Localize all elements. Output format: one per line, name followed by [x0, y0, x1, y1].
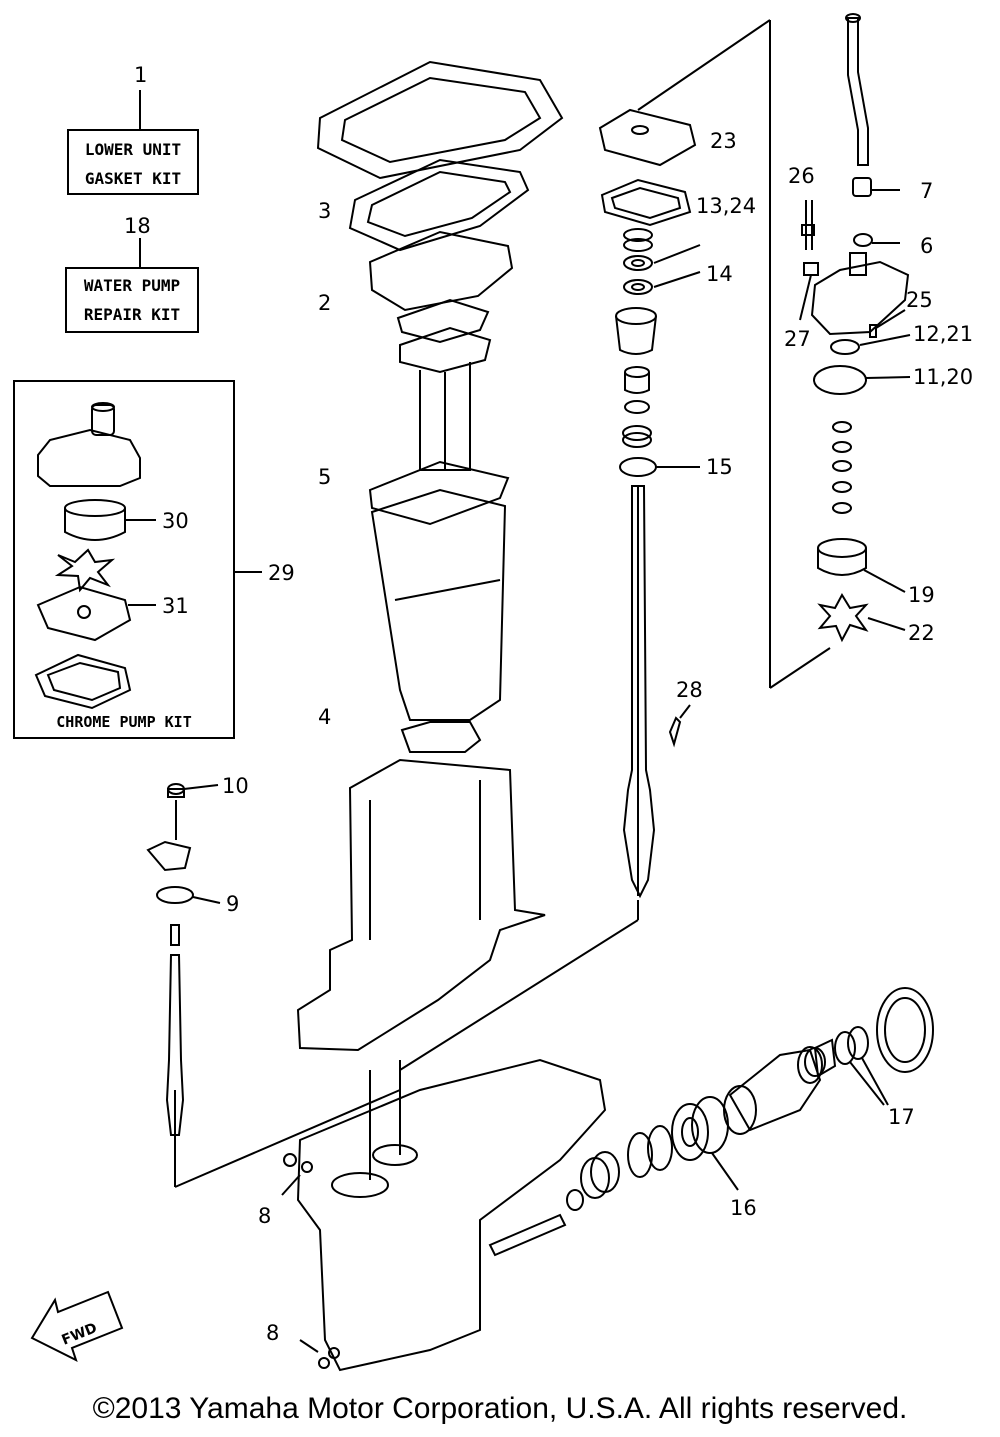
gasket-4 [400, 721, 482, 753]
water-pump-kit-line1: WATER PUMP [84, 276, 180, 295]
callout-25: 25 [906, 288, 933, 312]
callout-8-upper: 8 [258, 1204, 271, 1228]
gasket-5 [368, 460, 510, 526]
upper-casing [296, 758, 546, 1052]
bearing-housing [723, 1046, 823, 1135]
washer-small [566, 1189, 584, 1211]
driveshaft-ref-line-2 [174, 1089, 401, 1188]
lower-unit-kit-line2: GASKET KIT [85, 169, 181, 188]
washer [624, 400, 650, 414]
insert-cartridge-19 [817, 538, 906, 593]
ring-nut [876, 987, 934, 1073]
shift-rod [165, 924, 185, 1136]
forward-gear [580, 1151, 620, 1199]
water-pump-kit-line2: REPAIR KIT [84, 305, 180, 324]
pump-ref-line-top [637, 19, 771, 111]
pump-ref-line-bottom [769, 647, 831, 689]
water-tube [845, 13, 869, 166]
callout-27: 27 [784, 327, 811, 351]
callout-4: 4 [318, 705, 331, 729]
small-seals-stack [832, 421, 852, 514]
o-ring-9 [156, 886, 221, 904]
callout-3: 3 [318, 199, 331, 223]
callout-1: 1 [134, 63, 147, 87]
oil-seal-housing [615, 307, 657, 355]
pump-housing [810, 252, 910, 336]
copyright-notice: ©2013 Yamaha Motor Corporation, U.S.A. A… [92, 1392, 908, 1425]
callout-30: 30 [162, 509, 189, 533]
plug-8-upper [281, 1153, 313, 1196]
callout-11-20: 11,20 [913, 365, 973, 389]
upper-gasket-plate [316, 60, 564, 180]
drive-shaft [622, 485, 656, 899]
lower-casing [296, 1058, 607, 1372]
callout-26: 26 [788, 164, 815, 188]
oil-seals-14 [623, 244, 701, 295]
callout-12-21: 12,21 [913, 322, 973, 346]
water-pump-repair-kit-box [65, 238, 199, 333]
seal-6 [853, 233, 900, 247]
exhaust-gasket-3 [348, 158, 530, 252]
callout-9: 9 [226, 892, 239, 916]
sleeve-bushing [804, 1038, 837, 1078]
callout-8-lower: 8 [266, 1321, 279, 1345]
washer-27 [799, 262, 819, 321]
gasket-2 [396, 298, 490, 344]
o-ring-11-20 [813, 365, 911, 395]
callout-14: 14 [706, 262, 733, 286]
callout-31: 31 [162, 594, 189, 618]
callout-29: 29 [268, 561, 295, 585]
callout-16: 16 [730, 1196, 757, 1220]
callout-22: 22 [908, 621, 935, 645]
key-28 [668, 704, 691, 748]
dowel-25 [869, 309, 906, 338]
callout-18: 18 [124, 214, 151, 238]
lower-unit-kit-line1: LOWER UNIT [85, 140, 181, 159]
exhaust-pipe [399, 326, 492, 471]
chrome-pump-kit-box [13, 380, 262, 739]
callout-7: 7 [920, 179, 933, 203]
callout-10: 10 [222, 774, 249, 798]
callout-28: 28 [676, 678, 703, 702]
chrome-kit-pump-housing [37, 402, 141, 487]
chrome-kit-gasket [34, 653, 132, 710]
bushing-sleeve [624, 366, 650, 394]
callout-13-24: 13,24 [696, 194, 756, 218]
outer-plate-23 [598, 108, 697, 167]
callout-6: 6 [920, 234, 933, 258]
callout-2: 2 [318, 291, 331, 315]
callout-23: 23 [710, 129, 737, 153]
o-ring-12-21 [830, 334, 911, 355]
lower-unit-gasket-kit-box [67, 90, 199, 195]
grommet-7 [852, 177, 900, 197]
chrome-kit-insert-cartridge [64, 499, 156, 541]
impeller-22 [817, 592, 906, 643]
shaft-ref-line-2 [399, 919, 639, 1071]
bearing [622, 425, 652, 448]
shift-rod-lever [146, 840, 192, 872]
o-ring-15 [619, 457, 700, 477]
bearing-16 [671, 1096, 739, 1191]
chrome-pump-kit-label: CHROME PUMP KIT [56, 713, 191, 731]
callout-19: 19 [908, 583, 935, 607]
exhaust-chamber [370, 488, 507, 721]
gasket-13-24 [600, 178, 692, 227]
seal-top [623, 228, 653, 252]
chrome-kit-outer-plate [36, 585, 156, 642]
fwd-arrow [30, 1290, 124, 1362]
callout-17: 17 [888, 1105, 915, 1129]
bolt-26 [801, 200, 815, 250]
grommet-10 [167, 783, 219, 840]
callout-15: 15 [706, 455, 733, 479]
oil-seals-17 [834, 1026, 889, 1106]
callout-5: 5 [318, 465, 331, 489]
shim-rings [627, 1125, 673, 1178]
plug-8-lower [299, 1339, 340, 1369]
chrome-kit-impeller [54, 548, 116, 593]
propeller-shaft [488, 1213, 567, 1257]
exhaust-guide-body [368, 230, 514, 312]
